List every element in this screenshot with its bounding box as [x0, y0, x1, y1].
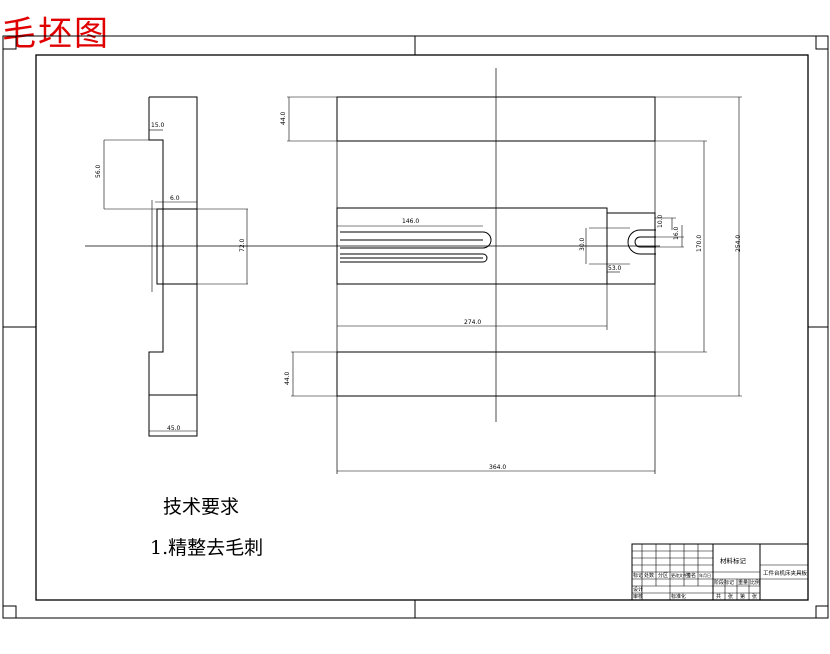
tb-sheet-label-0: 共 [716, 593, 721, 600]
dim-side-step-height: 56.0 [95, 164, 102, 178]
dim-slot-length: 146.0 [402, 218, 419, 225]
dim-hole-diameter: 30.0 [579, 237, 586, 251]
tb-material-label: 材料标记 [720, 556, 747, 565]
dim-side-slot-height: 72.0 [239, 238, 246, 252]
dim-inner-height: 170.0 [696, 235, 703, 252]
tb-row-label-3: 更改文件号 [671, 572, 691, 578]
tb-bottom-label-3: 重量 [738, 579, 748, 586]
dim-side-slot-width: 6.0 [170, 195, 180, 202]
dim-top-thickness: 44.0 [280, 111, 287, 125]
tb-row-label-0: 标记 [633, 572, 643, 579]
tb-bottom-label-2: 阶段标记 [714, 579, 734, 586]
dim-bottom-thickness: 44.0 [284, 371, 291, 385]
inner-border [35, 54, 809, 601]
tb-part-name: 工件台机床夹具板 [763, 569, 808, 577]
requirements-heading: 技术要求 [163, 496, 240, 518]
dim-side-step-width: 15.0 [151, 122, 165, 129]
tb-bottom-label-1: 标准化 [671, 593, 686, 600]
tb-sheet-label-2: 第 [740, 593, 745, 600]
requirement-item: 1.精整去毛刺 [150, 537, 264, 559]
dim-overall-height: 254.0 [735, 235, 742, 252]
dim-pin-gap: 16.0 [673, 226, 680, 240]
tb-sheet-label-3: 张 [752, 593, 757, 600]
dim-plate-length: 274.0 [464, 319, 481, 326]
tb-row-label-4: 签名 [686, 572, 696, 579]
tb-bottom-label-4: 比例 [750, 579, 760, 586]
title-block [631, 543, 809, 601]
tb-row-label-2: 分区 [658, 572, 668, 579]
dim-side-width-bottom: 45.0 [167, 425, 181, 432]
tb-bottom-label-0: 设计 [633, 586, 643, 593]
dim-pin-width: 10.0 [657, 214, 664, 228]
front-view [287, 96, 742, 474]
drawing-title: 毛坯图 [2, 14, 110, 54]
tb-row-label-1: 处数 [644, 572, 654, 579]
side-view [103, 96, 248, 437]
dim-overall-length: 364.0 [489, 464, 506, 471]
tb-sheet-label-1: 张 [728, 593, 733, 600]
tb-review-label-0: 审核 [633, 593, 643, 600]
dim-hole-offset: 53.0 [608, 265, 622, 272]
tb-row-label-5: 年月日 [699, 572, 711, 578]
